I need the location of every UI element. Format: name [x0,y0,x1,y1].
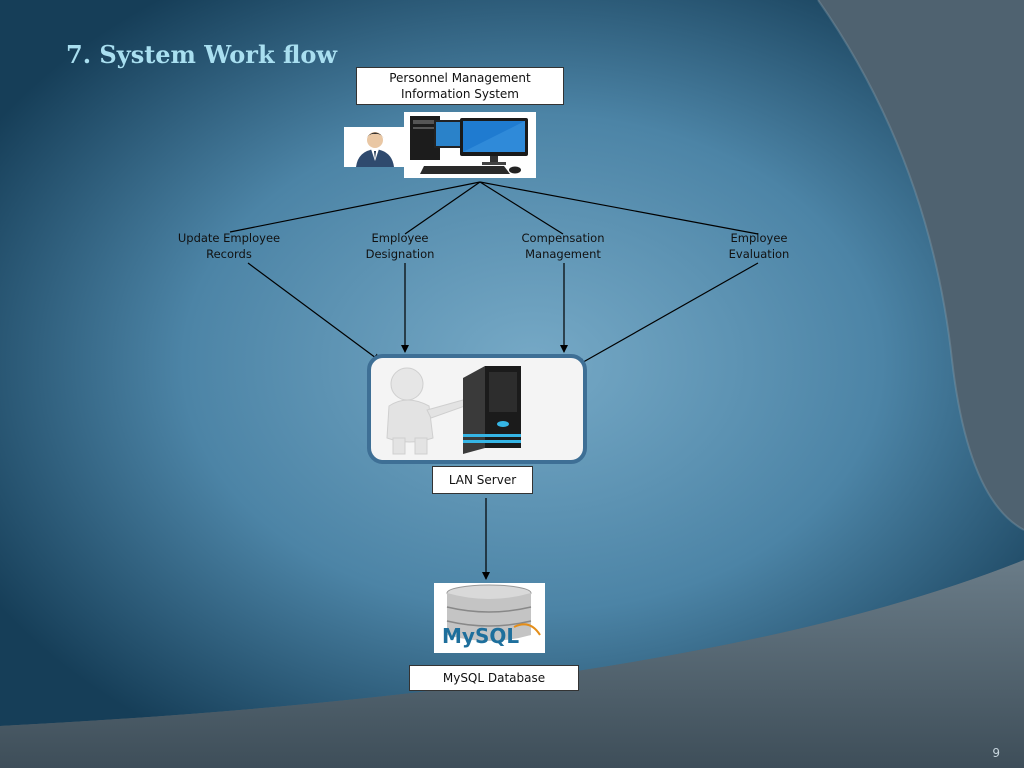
page-number: 9 [992,746,1000,760]
module-employee-evaluation: Employee Evaluation [728,231,790,261]
module-compensation-management: Compensation Management [521,231,605,261]
database-icon: MySQL [434,583,545,653]
pmis-box: Personnel Management Information System [356,67,564,105]
desktop-computer-icon [404,112,536,178]
server-icon [367,354,587,464]
lan-server-label: LAN Server [432,466,533,494]
module-update-employee-records: Update Employee Records [177,231,281,261]
mysql-logo-text: MySQL [442,624,519,648]
user-icon [344,127,406,167]
mysql-database-label: MySQL Database [409,665,579,691]
slide-title: 7. System Work flow [66,40,338,69]
module-employee-designation: Employee Designation [365,231,435,261]
